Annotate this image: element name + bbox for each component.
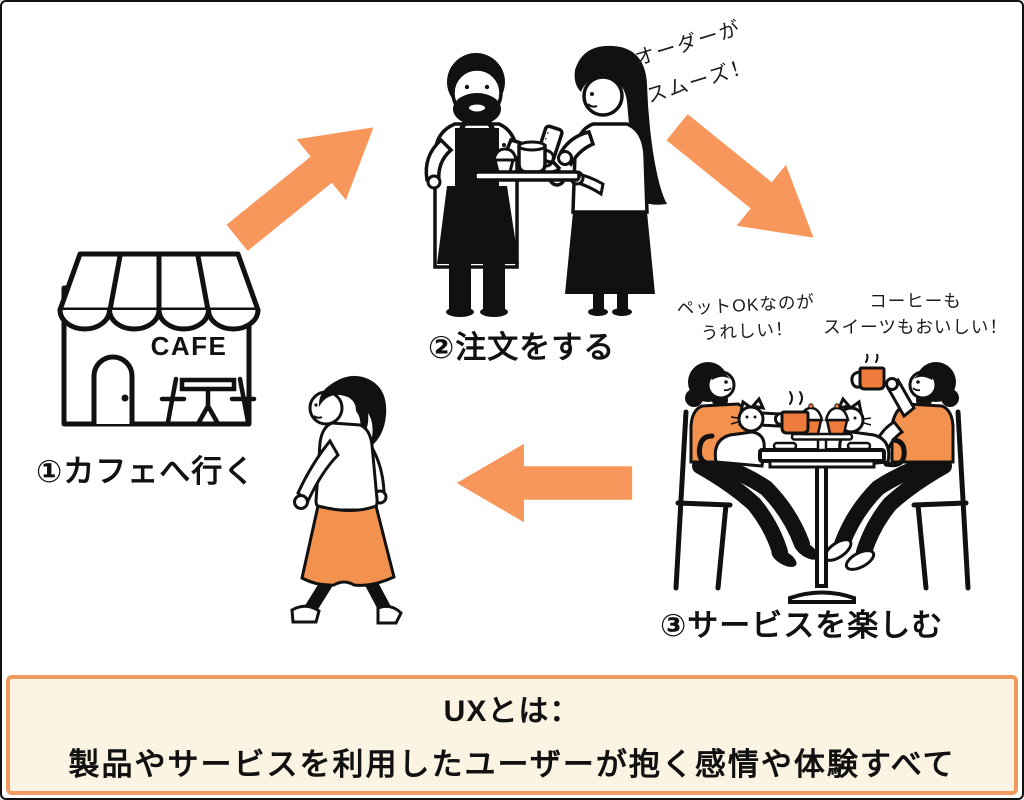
apron-skirt: [437, 186, 519, 264]
step-3-label: ③サービスを楽しむ: [660, 608, 944, 643]
cafe-storefront-icon: CAFE: [57, 251, 261, 427]
cupcake-icon: [492, 147, 518, 162]
banner-title: UXとは：: [443, 695, 581, 728]
step-1-label: ①カフェへ行く: [36, 454, 256, 489]
shoe-icon: [376, 604, 403, 625]
arrow-step2-to-step3-icon: [650, 94, 841, 271]
arrow-step1-to-step2-icon: [210, 93, 401, 270]
barista-serving-customer-illustration: [407, 32, 682, 317]
cafe-table-icon: [758, 432, 886, 604]
pets-ok-speech-text: ペットOKなのが うれしい！: [653, 287, 840, 349]
step-2-label: ②注文をする: [428, 330, 616, 365]
door-knob: [121, 394, 129, 402]
sneaker-icon: [844, 549, 876, 571]
customer-figure: [535, 45, 667, 316]
awning-scallops: [57, 307, 261, 332]
enjoy-scene-icon: [673, 354, 971, 604]
order-scene-icon: [424, 45, 667, 317]
coffee-sweets-speech-text: コーヒーも スイーツもおいしい！: [818, 288, 1013, 341]
walking-woman-illustration: [272, 362, 442, 634]
arrow-step3-to-step1-icon: [452, 441, 635, 525]
coffee-mug-icon: [780, 391, 810, 435]
bubble-line: コーヒーも: [869, 291, 962, 311]
cafe-terrace-table-and-chairs: [159, 376, 257, 425]
cafe-chairs: [673, 409, 971, 591]
barista-figure: [424, 53, 566, 317]
cafe-door: [91, 354, 135, 427]
ux-definition-banner: UXとは： 製品やサービスを利用したユーザーが抱く感情や体験すべて: [6, 675, 1018, 795]
cafe-sign-text: CAFE: [151, 331, 228, 361]
customer-skirt: [565, 212, 655, 294]
serving-tray-icon: [473, 140, 581, 182]
women-enjoying-cafe-with-cats-illustration: [654, 354, 990, 606]
bubble-line: スイーツもおいしい！: [823, 317, 1008, 338]
coffee-mug-icon: [850, 354, 886, 391]
shoe-icon: [290, 604, 321, 624]
awning-dividers: [107, 253, 211, 313]
walker-orange-skirt: [300, 504, 396, 587]
banner-definition: 製品やサービスを利用したユーザーが抱く感情や体験すべて: [68, 747, 956, 782]
cafe-storefront-illustration: CAFE: [54, 248, 264, 428]
cat-icon: [696, 396, 766, 468]
walking-woman-icon: [290, 375, 403, 625]
walker-hair: [318, 375, 387, 447]
